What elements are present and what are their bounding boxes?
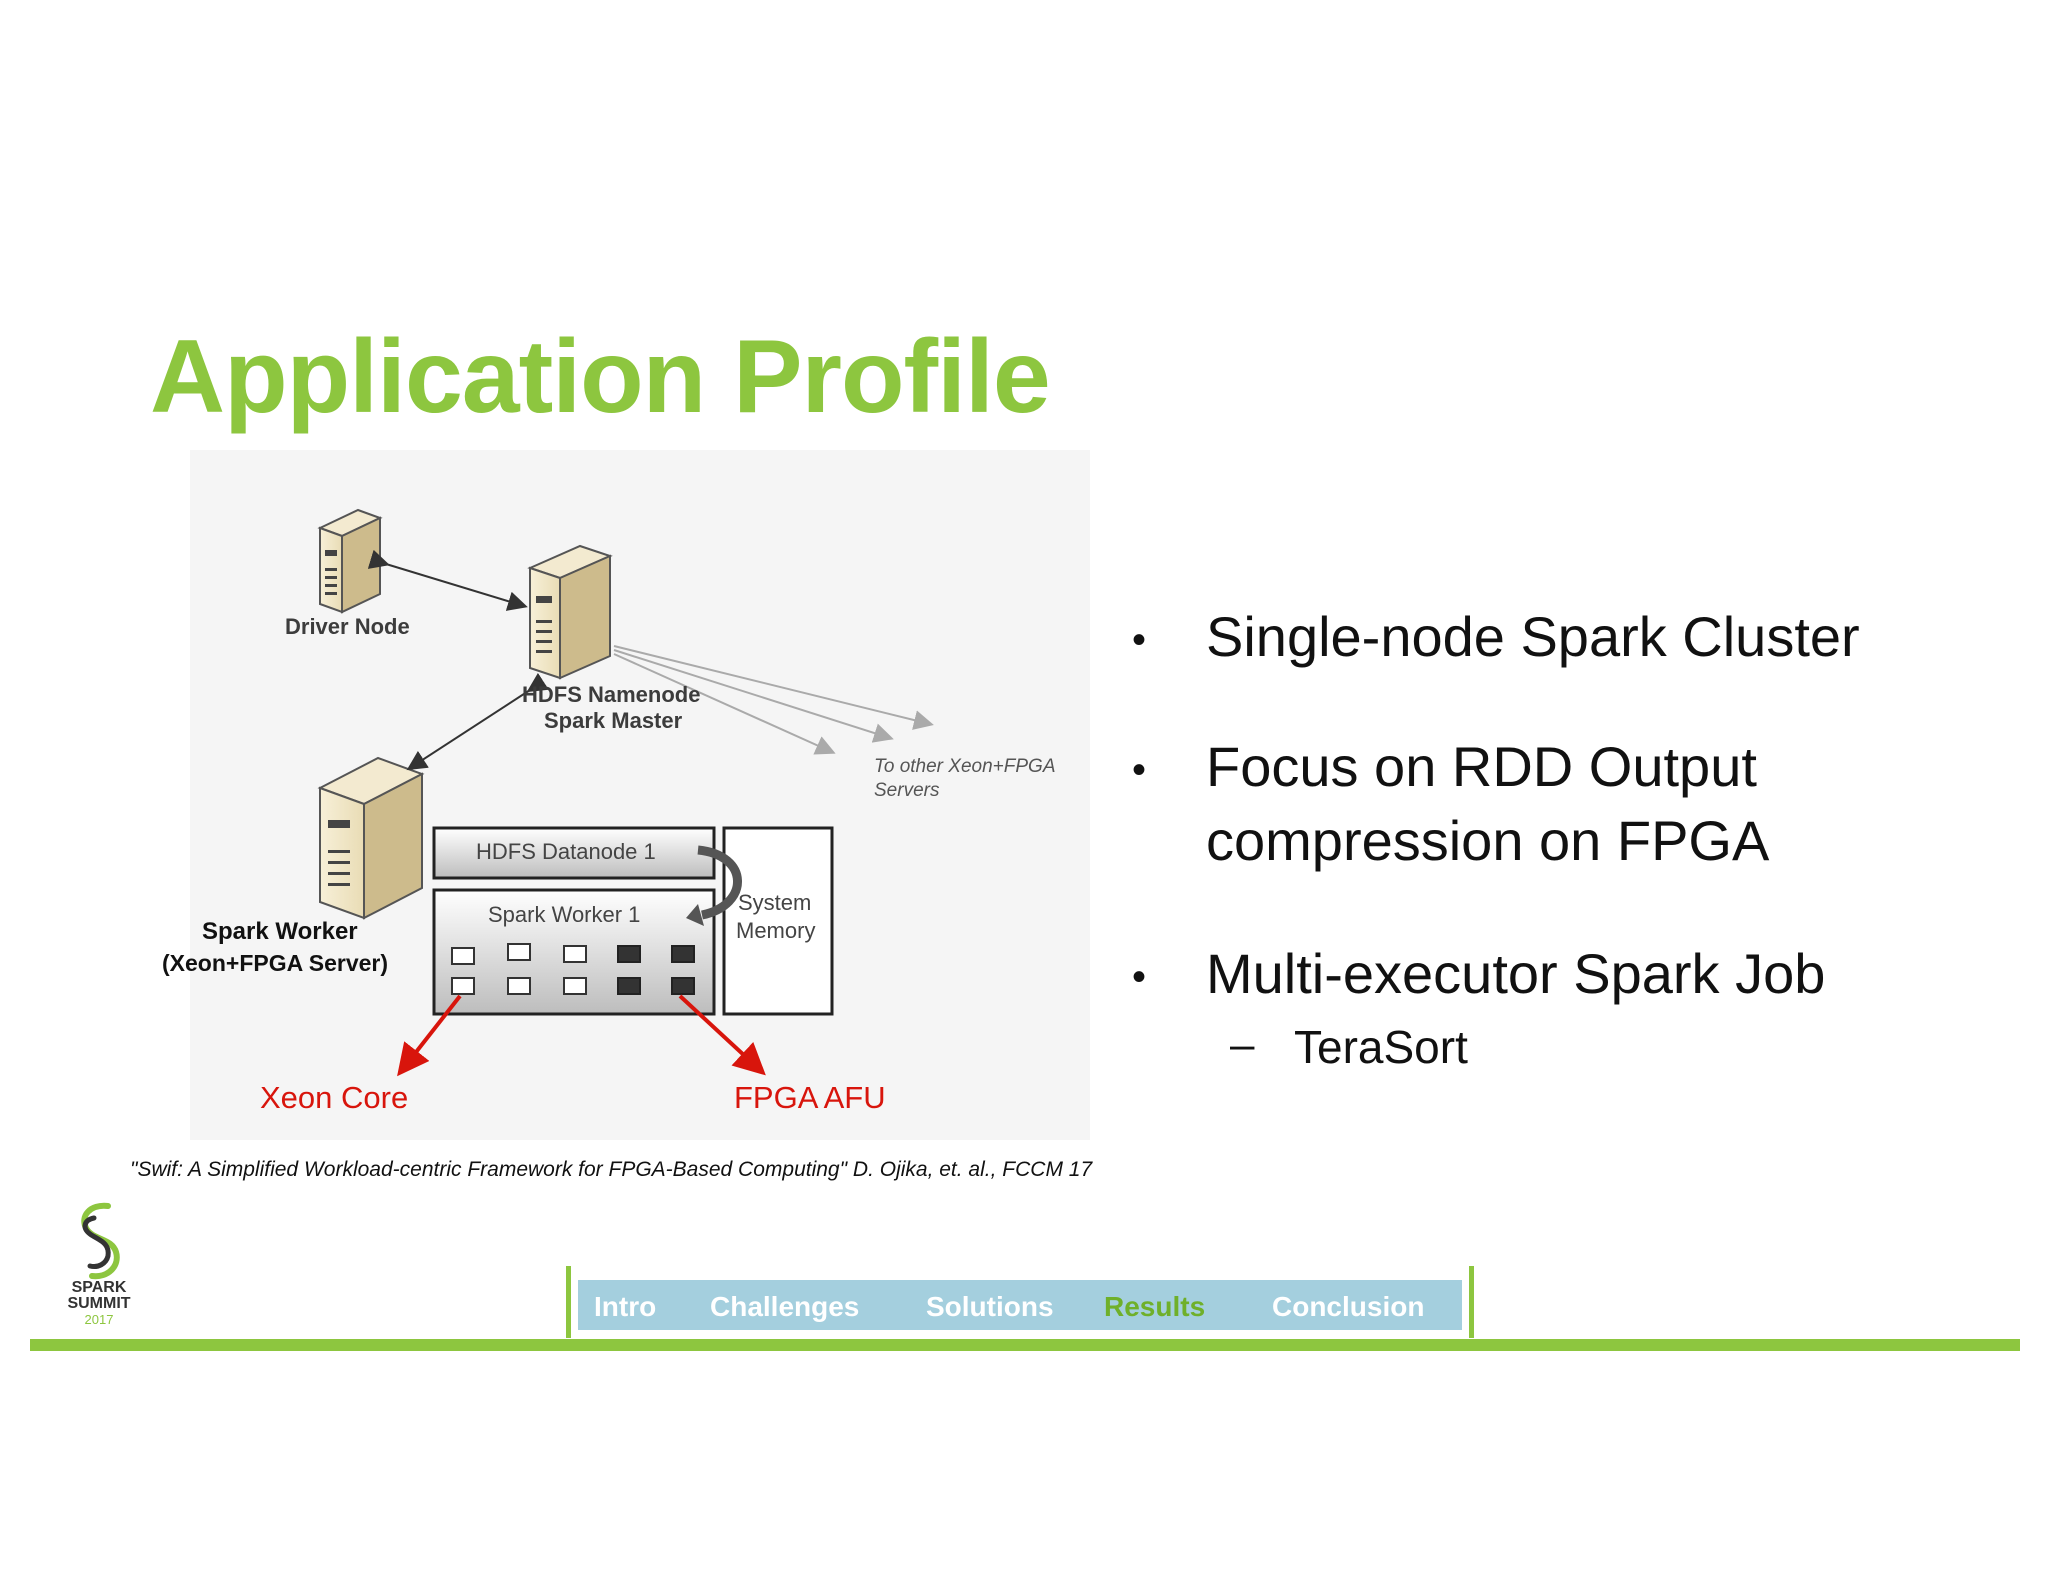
xeon-core-label: Xeon Core xyxy=(260,1080,409,1115)
memory-label: System xyxy=(738,890,812,915)
worker-server-icon xyxy=(317,756,425,920)
other-servers-label-2: Servers xyxy=(874,780,940,801)
nav-bracket-right xyxy=(1469,1266,1474,1338)
footer-divider xyxy=(30,1339,2020,1351)
sub-bullet-dash: – xyxy=(1230,1020,1255,1069)
nav-item-solutions[interactable]: Solutions xyxy=(926,1291,1054,1322)
nav-item-challenges[interactable]: Challenges xyxy=(710,1291,860,1322)
memory-label-2: Memory xyxy=(736,918,816,943)
logo-text-summit: SUMMIT xyxy=(67,1295,131,1312)
datanode-label: HDFS Datanode 1 xyxy=(476,839,656,864)
bullet-marker: • xyxy=(1132,748,1147,792)
worker-box-label: Spark Worker 1 xyxy=(488,902,641,927)
citation: "Swif: A Simplified Workload-centric Fra… xyxy=(130,1158,1093,1181)
sub-bullet: TeraSort xyxy=(1294,1021,1468,1073)
spark-summit-logo-icon xyxy=(81,1202,120,1280)
bullet-2-line-2: compression on FPGA xyxy=(1206,809,1770,872)
nav-bar: Intro Challenges Solutions Results Concl… xyxy=(578,1280,1462,1330)
nav-item-results[interactable]: Results xyxy=(1104,1291,1206,1322)
bullet-marker: • xyxy=(1132,618,1147,662)
fpga-afu-label: FPGA AFU xyxy=(734,1080,886,1115)
bullet-2-line-1: Focus on RDD Output xyxy=(1206,735,1757,798)
worker-server-label-2: (Xeon+FPGA Server) xyxy=(162,950,389,976)
architecture-diagram: Driver Node HDFS Namenode Spark Master T… xyxy=(162,450,1090,1140)
nav-bracket-left xyxy=(566,1266,571,1338)
bullet-3: Multi-executor Spark Job xyxy=(1206,942,1826,1005)
spark-master-label: Spark Master xyxy=(544,708,683,733)
other-servers-label: To other Xeon+FPGA xyxy=(874,756,1056,777)
slide-title: Application Profile xyxy=(150,319,1051,435)
namenode-label: HDFS Namenode xyxy=(522,682,701,707)
worker-server-label: Spark Worker xyxy=(202,918,358,945)
bullet-1: Single-node Spark Cluster xyxy=(1206,605,1860,668)
driver-server-icon xyxy=(317,508,383,614)
section-nav: Intro Challenges Solutions Results Concl… xyxy=(566,1266,1474,1338)
nav-item-conclusion[interactable]: Conclusion xyxy=(1272,1291,1425,1322)
diagram-graphics xyxy=(317,508,934,1077)
logo-text-year: 2017 xyxy=(84,1312,114,1327)
bullet-marker: • xyxy=(1132,955,1147,999)
logo-text-spark: SPARK xyxy=(71,1279,127,1296)
nav-item-intro[interactable]: Intro xyxy=(594,1291,657,1322)
driver-node-label: Driver Node xyxy=(285,614,410,639)
namenode-server-icon xyxy=(527,544,613,680)
